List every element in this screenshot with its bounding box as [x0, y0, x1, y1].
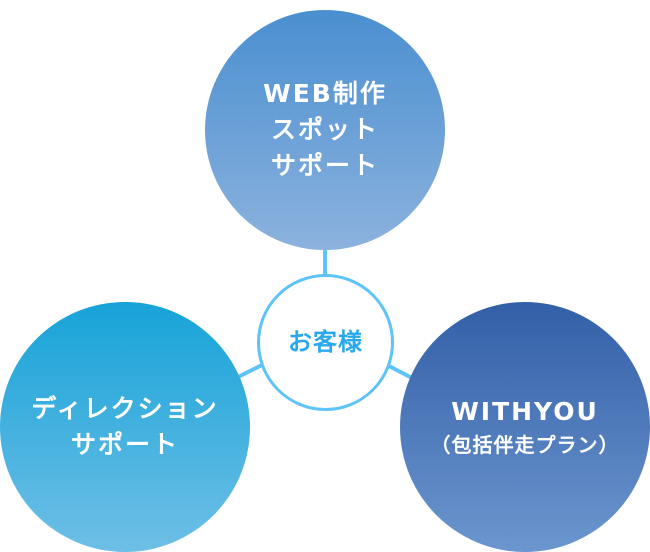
customer-label: お客様: [288, 328, 363, 357]
web-spot-support-circle: WEB制作 スポット サポート: [205, 10, 445, 250]
right-line-1: WITHYOU: [451, 397, 599, 427]
direction-support-circle: ディレクション サポート: [0, 302, 250, 552]
top-line-3: サポート: [270, 151, 379, 181]
top-line-2: スポット: [270, 114, 379, 144]
withyou-circle: WITHYOU （包括伴走プラン）: [400, 302, 650, 552]
left-line-1: ディレクション: [31, 393, 219, 423]
right-line-2: （包括伴走プラン）: [430, 432, 620, 457]
connector-left: [235, 363, 263, 380]
customer-circle: お客様: [257, 274, 394, 411]
left-line-2: サポート: [70, 430, 179, 459]
connector-right: [386, 363, 413, 380]
top-line-1: WEB制作: [263, 78, 387, 108]
